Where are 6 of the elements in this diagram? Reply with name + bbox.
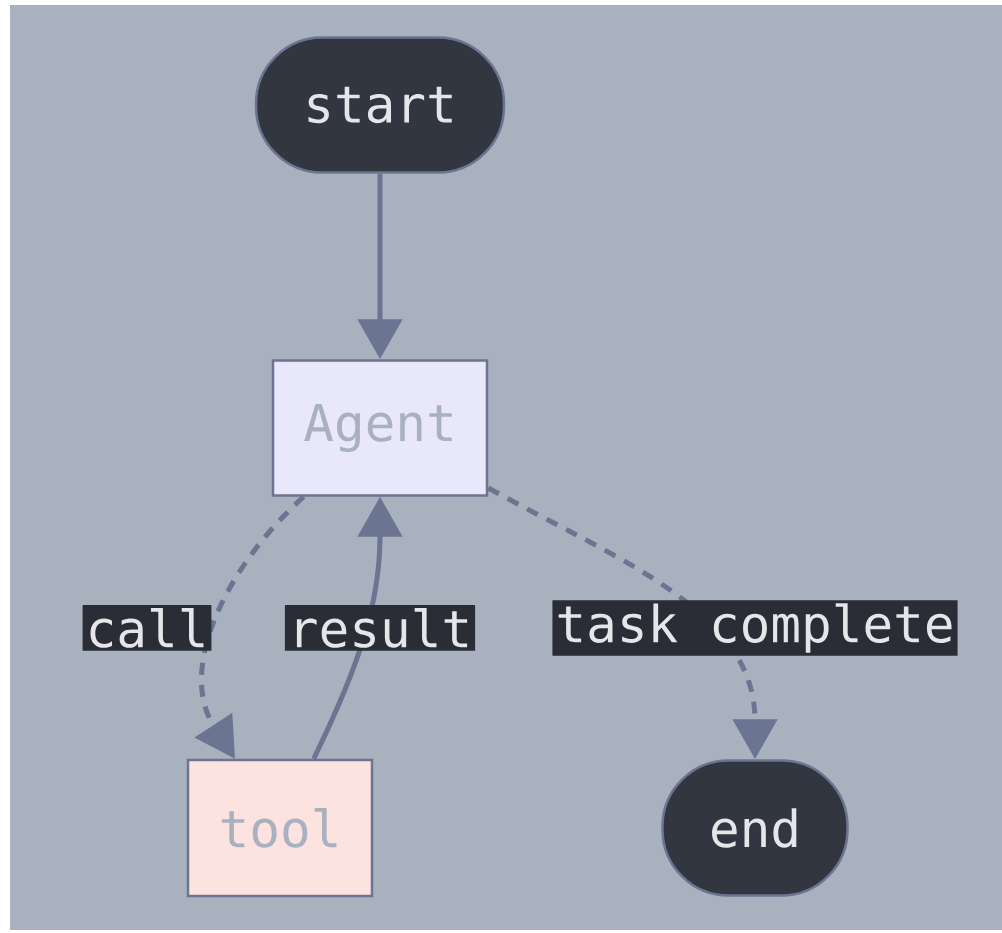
process-box: tool xyxy=(186,758,374,898)
process-box: Agent xyxy=(271,359,489,497)
edge-label: result xyxy=(284,605,476,651)
edge-label: call xyxy=(82,605,212,651)
terminal-node: end xyxy=(661,759,849,897)
edge-label: task complete xyxy=(552,600,958,656)
